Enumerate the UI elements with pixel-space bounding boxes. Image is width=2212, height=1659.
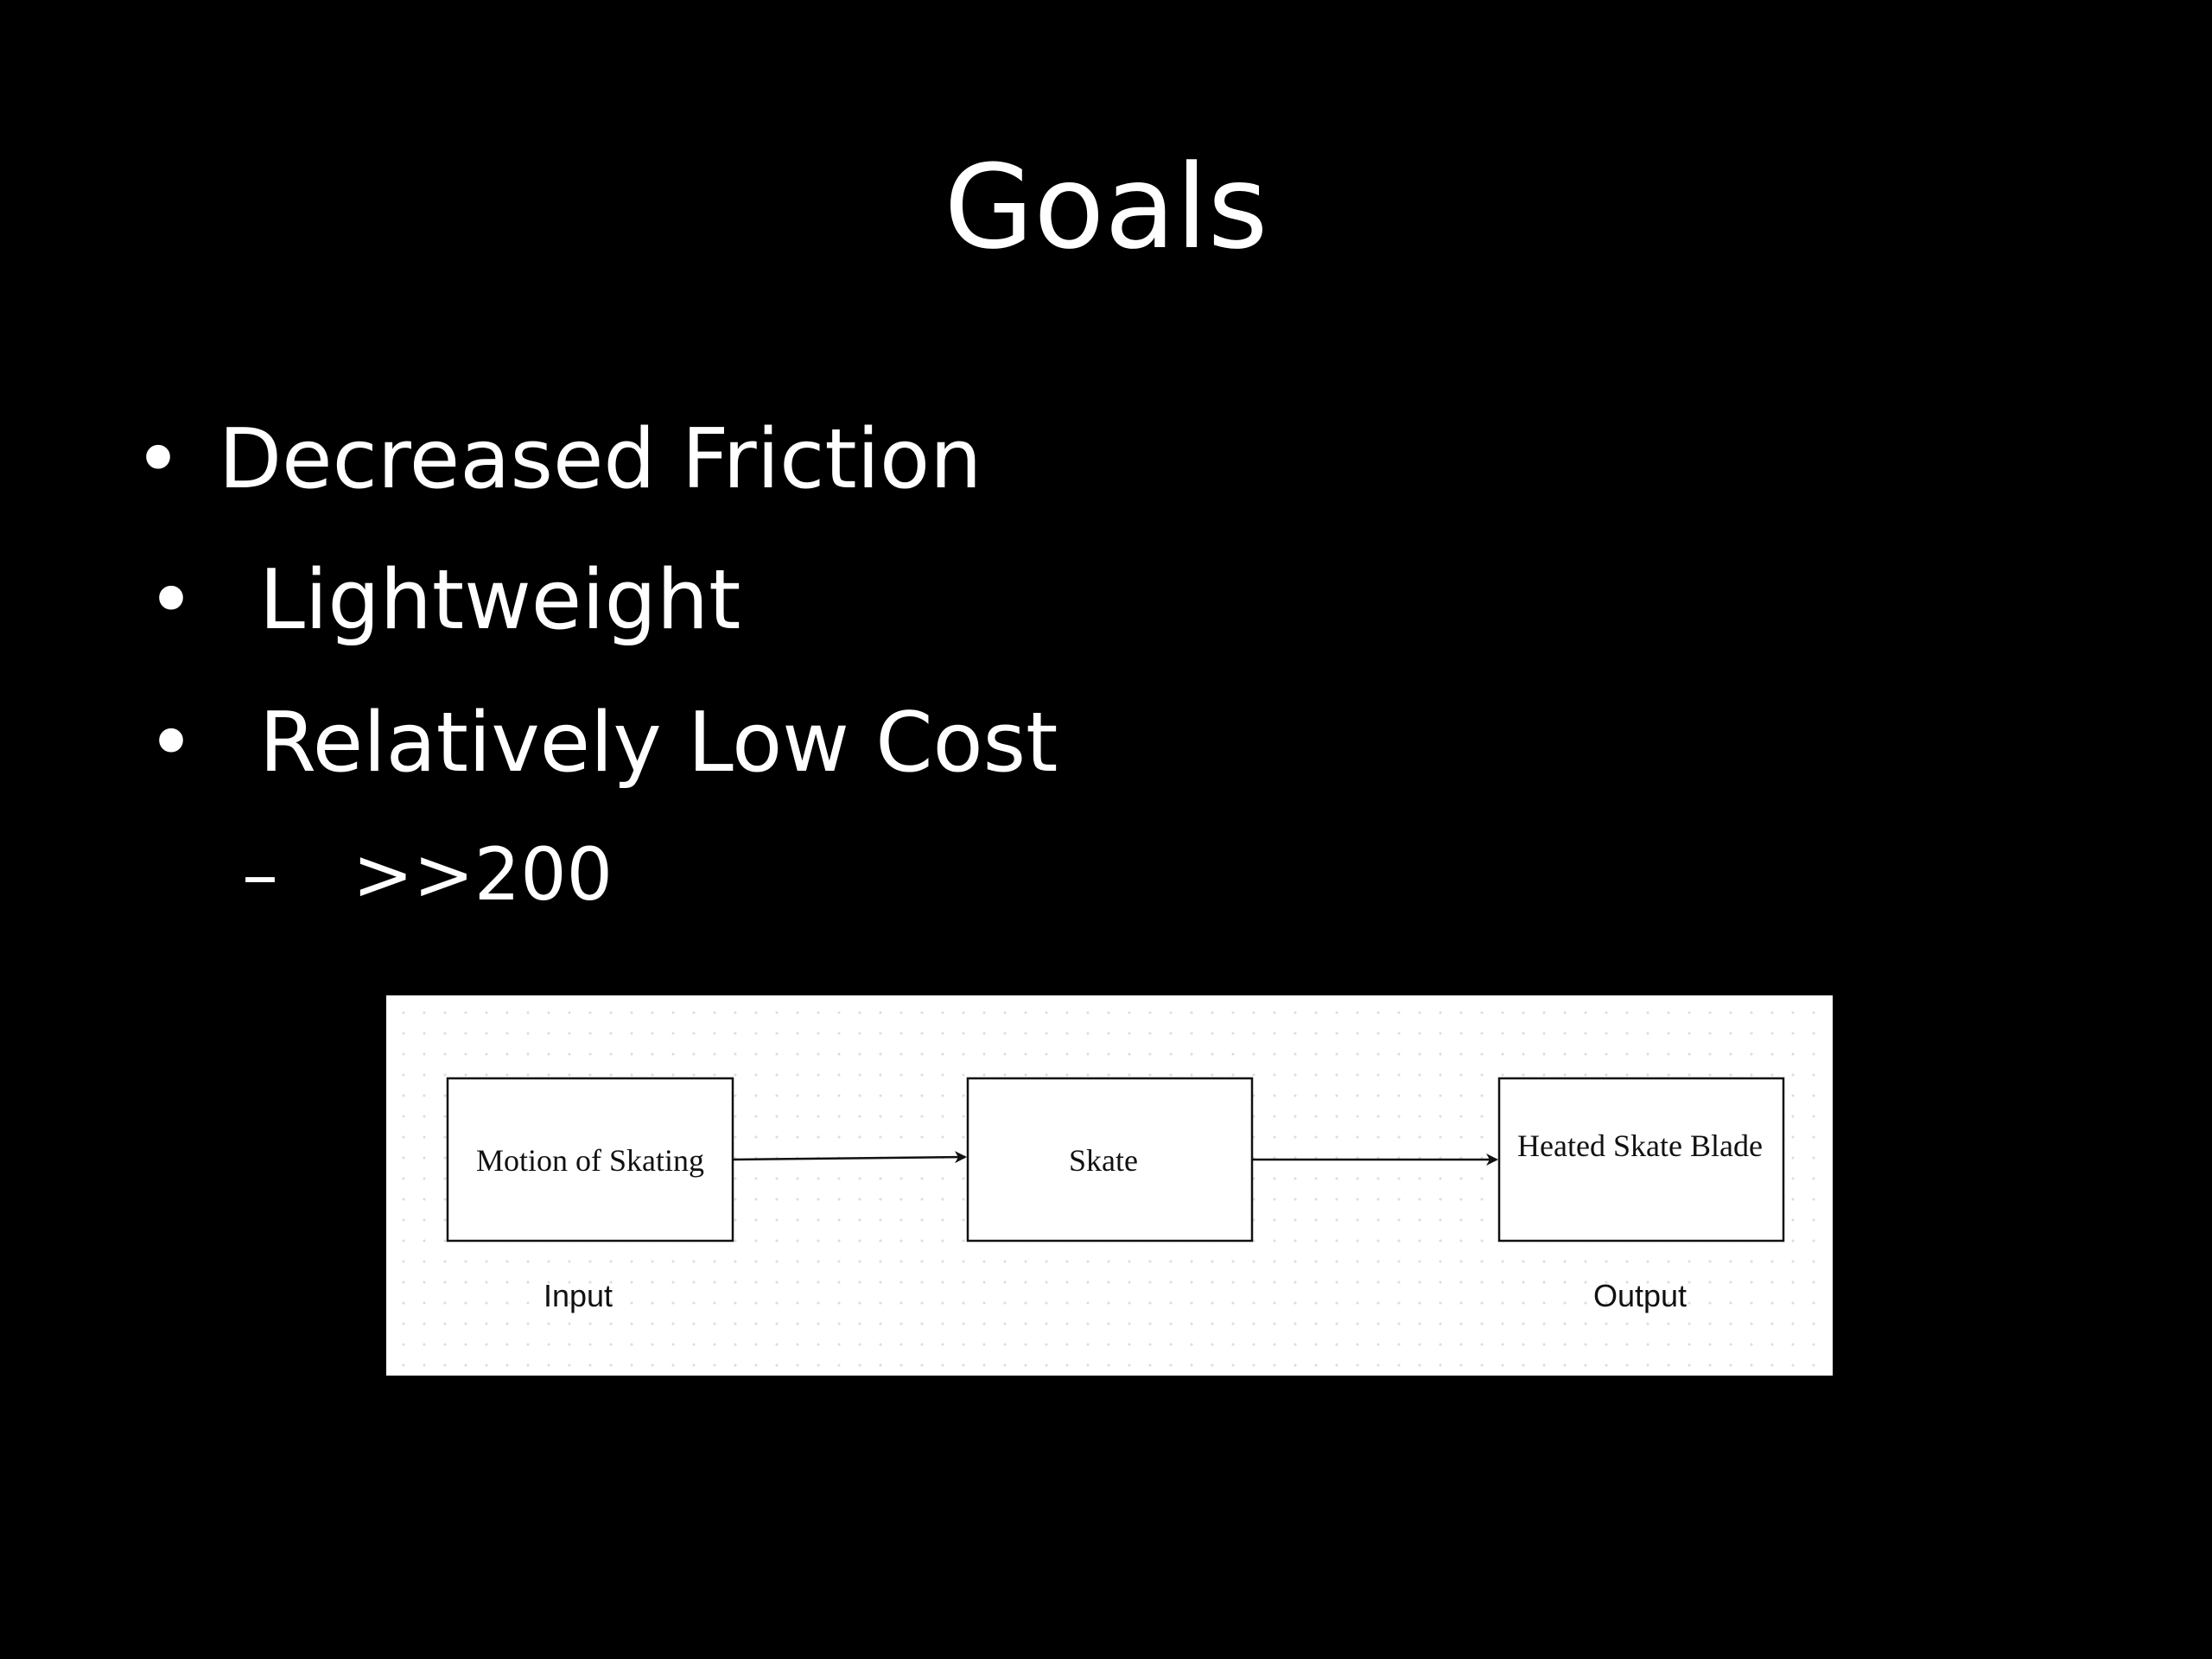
- arrow-motion-to-skate: [732, 1151, 967, 1164]
- block-diagram-canvas: Motion of Skating Skate Heated Skate Bla…: [446, 1077, 1785, 1313]
- node-box: [966, 1077, 1254, 1243]
- sub-bullet-item: – >>200: [242, 831, 933, 918]
- bullet-marker: •: [134, 412, 183, 507]
- node-label: Heated Skate Blade: [1517, 1128, 1763, 1163]
- node-label: Motion of Skating: [476, 1143, 704, 1178]
- bullet-text: Relatively Low Cost: [259, 696, 1058, 791]
- bullet-text: Lightweight: [259, 553, 741, 648]
- bullet-item-decreased-friction: • Decreased Friction: [134, 412, 1171, 507]
- slide-title: Goals: [944, 140, 1268, 275]
- node-skate: Skate: [966, 1077, 1254, 1243]
- input-label: Input: [543, 1278, 613, 1313]
- node-label: Skate: [1069, 1143, 1138, 1178]
- bullet-text: Decreased Friction: [219, 412, 982, 507]
- bullet-marker: •: [147, 553, 196, 648]
- node-heated-skate-blade: Heated Skate Blade: [1497, 1077, 1785, 1243]
- sub-bullet-text: >>200: [353, 832, 613, 917]
- block-diagram: Motion of Skating Skate Heated Skate Bla…: [386, 995, 1833, 1376]
- bullet-item-lightweight: • Lightweight: [147, 553, 1184, 648]
- bullet-marker: •: [147, 696, 196, 791]
- node-box: [446, 1077, 734, 1243]
- sub-bullet-marker: –: [242, 832, 278, 917]
- node-motion-of-skating: Motion of Skating: [446, 1077, 734, 1243]
- bullet-item-relatively-low-cost: • Relatively Low Cost: [147, 696, 1357, 791]
- node-box: [1497, 1077, 1785, 1243]
- output-label: Output: [1593, 1278, 1687, 1313]
